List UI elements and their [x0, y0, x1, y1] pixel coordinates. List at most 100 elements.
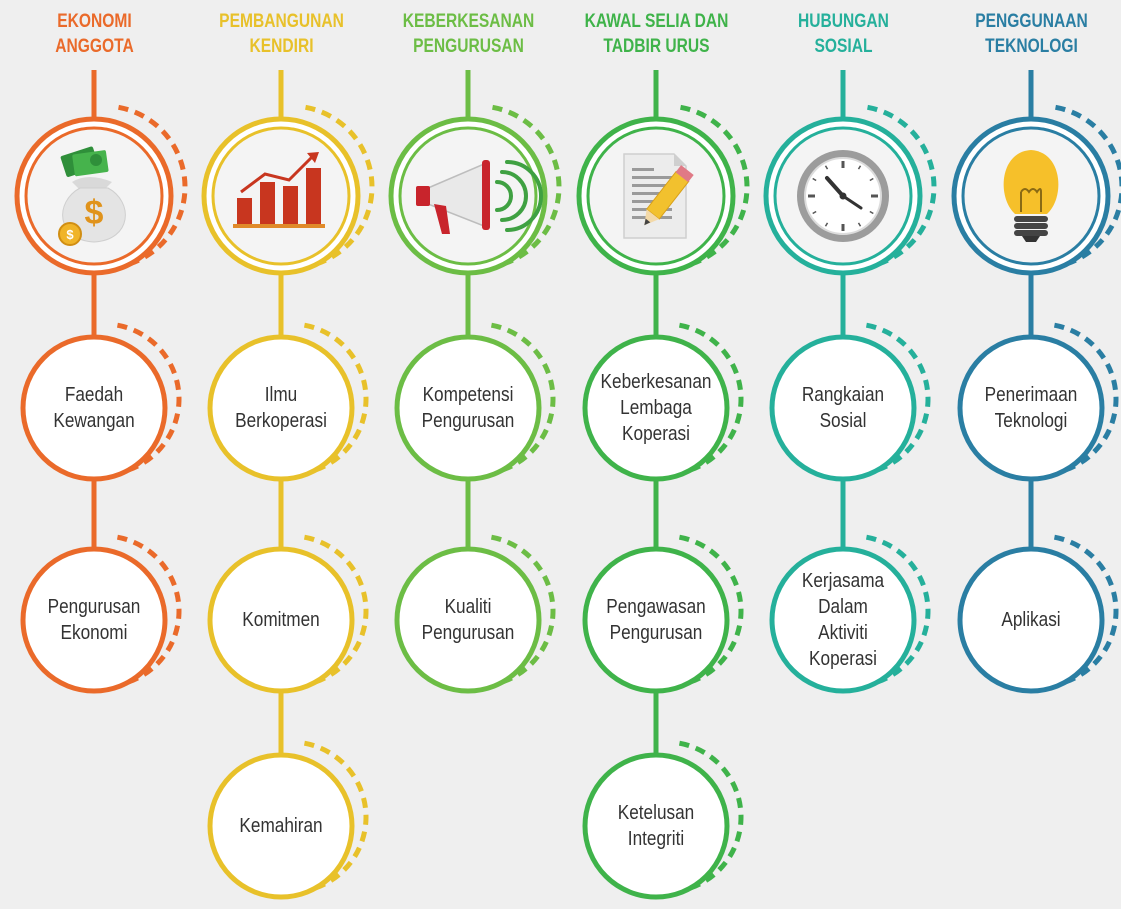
item-label-line: Faedah	[64, 384, 124, 406]
item-label-line: Ekonomi	[60, 622, 128, 644]
ring	[394, 546, 542, 694]
column-title-keberkesanan: KEBERKESANAN PENGURUSAN	[391, 9, 544, 59]
item-label-line: Pengurusan	[421, 410, 515, 432]
dashed-arc	[669, 534, 744, 689]
dashed-arc	[294, 740, 369, 895]
item-node-ring	[957, 322, 1119, 482]
icon-node-teknologi	[951, 104, 1121, 276]
column-title-line: KENDIRI	[248, 36, 314, 57]
item-node-ring	[207, 322, 369, 482]
item-label-line: Pengurusan	[47, 596, 141, 618]
column-title-line: KAWAL SELIA DAN	[584, 11, 728, 32]
column-title-line: PENGGUNAAN	[974, 11, 1088, 32]
column-title-pembangunan: PEMBANGUNAN KENDIRI	[204, 9, 357, 59]
item-node-ring	[769, 322, 931, 482]
ring	[582, 334, 730, 482]
clock-icon	[797, 150, 889, 242]
dashed-arc	[669, 740, 744, 895]
item-label-line: Koperasi	[622, 423, 690, 445]
chart-bar	[283, 186, 298, 226]
item-node-label: Aplikasi	[971, 607, 1091, 633]
dashed-arc	[856, 104, 937, 271]
banknotes	[60, 146, 109, 177]
dashed-arc	[1044, 104, 1121, 271]
item-label-line: Keberkesanan	[600, 371, 712, 393]
column-title-line: PENGURUSAN	[412, 36, 524, 57]
item-label-line: Lembaga	[620, 397, 692, 419]
item-label-line: Rangkaian	[801, 384, 885, 406]
item-label-line: Kemahiran	[239, 815, 323, 837]
icon-node-pembangunan	[201, 104, 375, 276]
dashed-arc	[669, 322, 744, 477]
chart-bar	[260, 182, 275, 226]
ring	[20, 546, 168, 694]
item-node-ring	[769, 534, 931, 694]
dashed-arc	[107, 322, 182, 477]
item-label-line: Integriti	[627, 828, 685, 850]
icon-node-ekonomi: $$	[14, 104, 188, 276]
ring	[957, 546, 1105, 694]
chart-bar	[237, 198, 252, 226]
ring	[20, 334, 168, 482]
item-node-ring	[582, 740, 744, 900]
item-label-line: Aktiviti	[818, 622, 868, 644]
dashed-arc	[481, 534, 556, 689]
item-label-line: Dalam	[818, 596, 868, 618]
dashed-arc	[481, 322, 556, 477]
item-label-line: Ilmu	[264, 384, 298, 406]
dashed-arc	[856, 322, 931, 477]
item-node-ring	[20, 322, 182, 482]
column-title-line: TEKNOLOGI	[984, 36, 1078, 57]
column-title-line: SOSIAL	[813, 36, 872, 57]
column-title-hubungan: HUBUNGAN SOSIAL	[766, 9, 919, 59]
dashed-arc	[294, 104, 375, 271]
icon-node-hubungan	[763, 104, 937, 276]
column-title-line: PEMBANGUNAN	[218, 11, 344, 32]
column-title-line: TADBIR URUS	[602, 36, 710, 57]
item-node-ring	[394, 534, 556, 694]
item-label-line: Pengawasan	[606, 596, 706, 618]
item-label-line: Pengurusan	[421, 622, 515, 644]
dashed-arc	[1044, 322, 1119, 477]
item-node-ring	[20, 534, 182, 694]
item-label-line: Teknologi	[994, 410, 1068, 432]
dashed-arc	[669, 104, 750, 271]
money-bag-icon: $$	[58, 146, 126, 246]
dashed-arc	[294, 322, 369, 477]
column-title-line: HUBUNGAN	[797, 11, 889, 32]
icon-node-kawal-selia	[576, 104, 750, 276]
pencil	[644, 165, 694, 226]
ring	[207, 546, 355, 694]
svg-text:$: $	[66, 227, 74, 242]
dashed-arc	[856, 534, 931, 689]
item-node-ring	[582, 534, 744, 694]
item-node-ring	[394, 322, 556, 482]
chart-bar	[306, 168, 321, 226]
item-label-line: Komitmen	[242, 609, 320, 631]
item-node-ring	[582, 322, 744, 482]
ring	[394, 334, 542, 482]
item-node-ring	[957, 534, 1119, 694]
ring	[957, 334, 1105, 482]
column-title-line: KEBERKESANAN	[402, 11, 534, 32]
item-label-line: Berkoperasi	[235, 410, 327, 432]
item-label-line: Penerimaan	[984, 384, 1078, 406]
item-node-ring	[207, 740, 369, 900]
item-node-label: Kemahiran	[221, 813, 341, 839]
